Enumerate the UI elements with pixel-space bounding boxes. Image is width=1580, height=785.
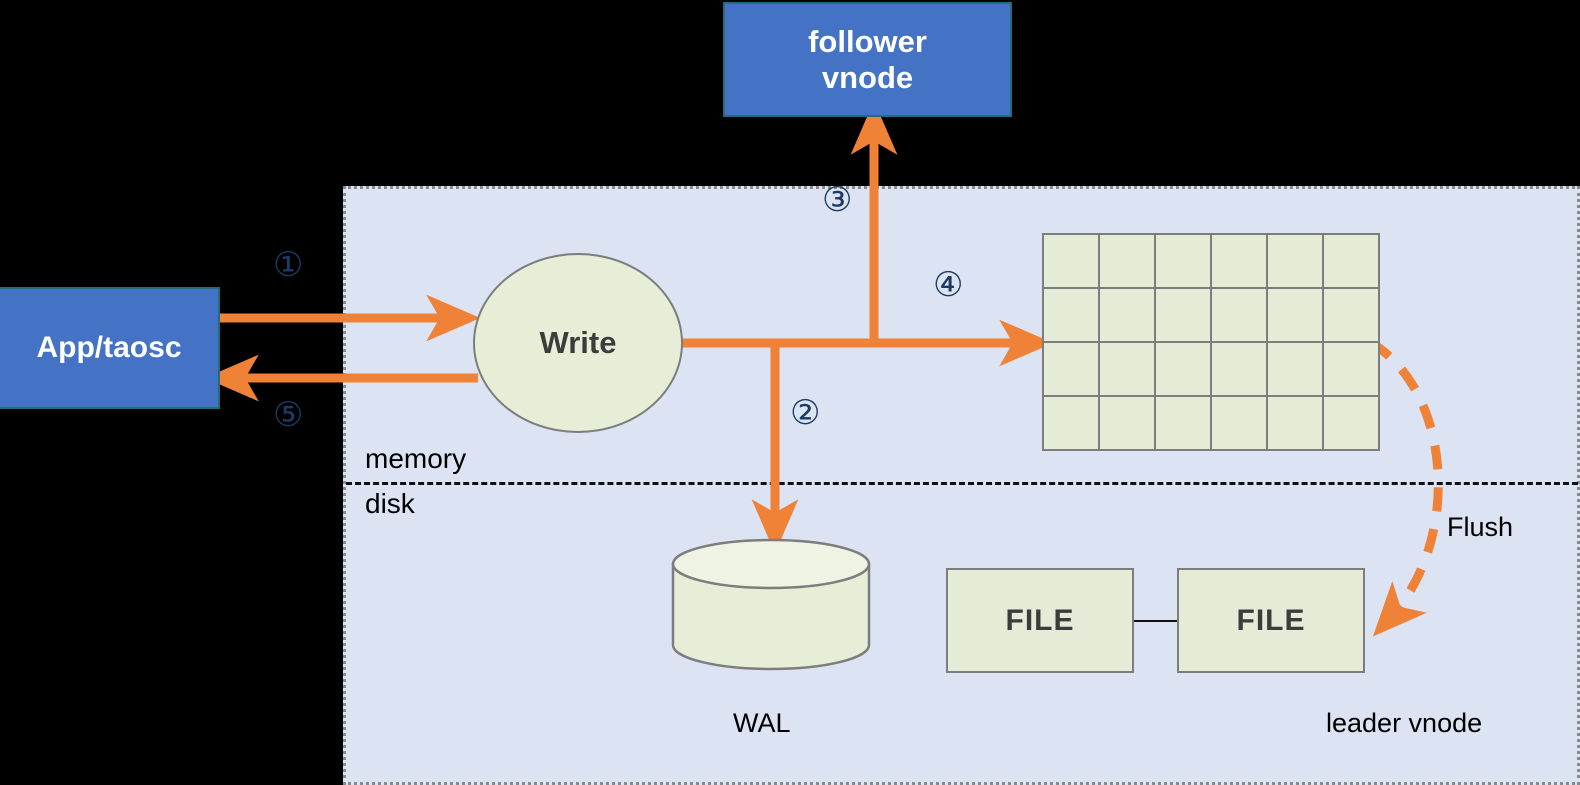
grid-cell	[1156, 343, 1210, 395]
flush-edge-label: Flush	[1447, 512, 1514, 542]
app-taosc-label: App/taosc	[36, 330, 182, 364]
grid-cell	[1324, 397, 1378, 449]
file-box-right[interactable]: FILE	[1177, 568, 1365, 673]
file-link-line	[1134, 620, 1178, 622]
write-label: Write	[539, 325, 617, 360]
follower-vnode-label: follower vnode	[808, 23, 927, 95]
step-marker-1: ①	[273, 246, 304, 284]
step-marker-5: ⑤	[273, 396, 304, 434]
grid-cell	[1100, 289, 1154, 341]
file-right-label: FILE	[1236, 603, 1306, 637]
grid-cell	[1212, 343, 1266, 395]
app-taosc-box[interactable]: App/taosc	[0, 287, 220, 409]
grid-cell	[1268, 397, 1322, 449]
grid-cell	[1044, 289, 1098, 341]
write-node[interactable]: Write	[473, 253, 683, 433]
leader-vnode-label: leader vnode	[1326, 708, 1483, 738]
grid-cell	[1212, 235, 1266, 287]
grid-cell	[1044, 343, 1098, 395]
file-box-left[interactable]: FILE	[946, 568, 1134, 673]
memory-region-label: memory	[365, 443, 467, 474]
step-marker-3: ③	[822, 181, 853, 219]
grid-cell	[1100, 343, 1154, 395]
memory-disk-divider	[346, 482, 1578, 485]
grid-cell	[1100, 235, 1154, 287]
grid-cell	[1044, 235, 1098, 287]
grid-cell	[1212, 397, 1266, 449]
grid-cell	[1156, 235, 1210, 287]
file-left-label: FILE	[1005, 603, 1075, 637]
grid-cell	[1100, 397, 1154, 449]
grid-cell	[1212, 289, 1266, 341]
disk-region-label: disk	[365, 488, 415, 519]
step-marker-2: ②	[790, 394, 821, 432]
grid-cell	[1044, 397, 1098, 449]
wal-cylinder-icon	[671, 538, 871, 671]
grid-cell	[1324, 343, 1378, 395]
grid-cell	[1156, 397, 1210, 449]
wal-label: WAL	[733, 708, 791, 738]
grid-cell	[1324, 289, 1378, 341]
grid-cell	[1268, 289, 1322, 341]
follower-vnode-box[interactable]: follower vnode	[723, 2, 1012, 117]
grid-cell	[1324, 235, 1378, 287]
grid-cell	[1268, 343, 1322, 395]
grid-cell	[1156, 289, 1210, 341]
memtable-grid	[1042, 233, 1380, 451]
grid-cell	[1268, 235, 1322, 287]
step-marker-4: ④	[933, 266, 964, 304]
